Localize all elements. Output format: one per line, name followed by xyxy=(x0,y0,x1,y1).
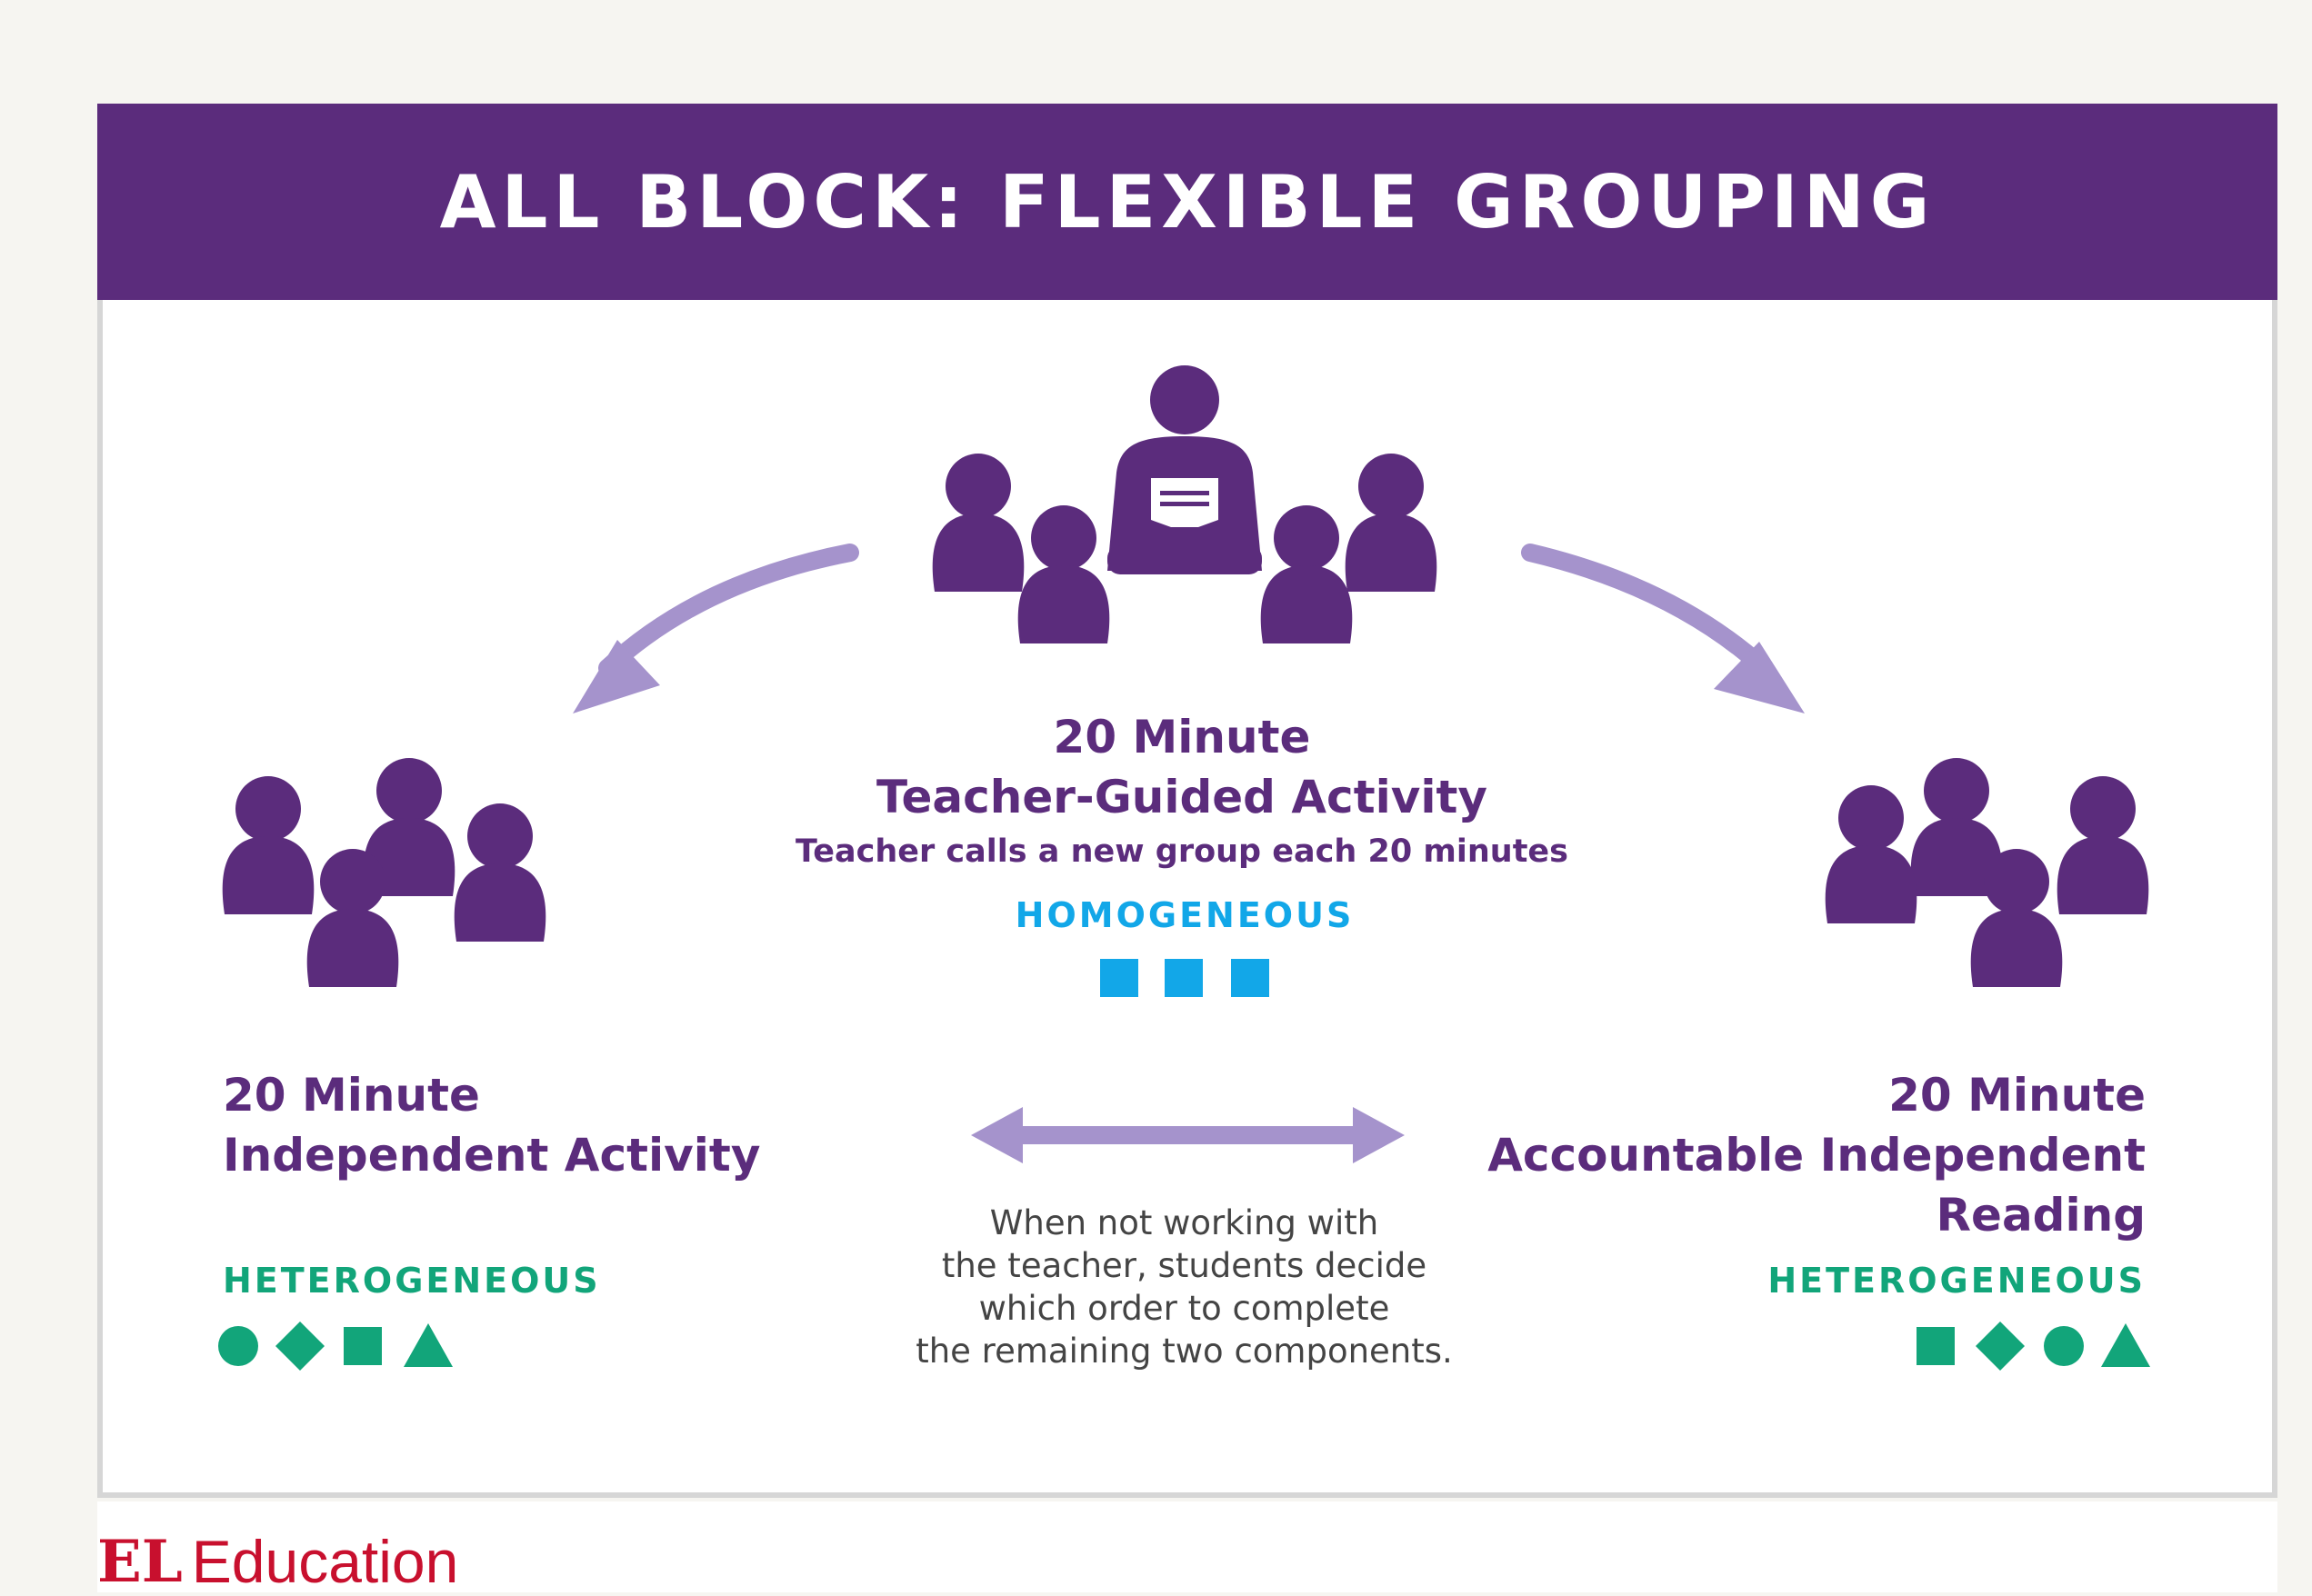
student-icon xyxy=(1825,785,1917,923)
diagram-title: ALL BLOCK: FLEXIBLE GROUPING xyxy=(439,159,1936,244)
book-icon xyxy=(1151,478,1218,527)
left-duration: 20 Minute xyxy=(223,1069,480,1122)
right-heterogeneous-label: HETEROGENEOUS xyxy=(1767,1261,2146,1301)
circle-icon xyxy=(218,1326,258,1366)
header-bar xyxy=(97,104,2277,300)
double-arrow-icon xyxy=(971,1107,1405,1163)
square-icon xyxy=(1917,1327,1955,1365)
center-subtitle: Teacher calls a new group each 20 minute… xyxy=(796,833,1568,870)
card xyxy=(97,104,2277,1498)
left-heterogeneous-shapes xyxy=(218,1322,453,1371)
homogeneous-label: HOMOGENEOUS xyxy=(1015,895,1355,935)
footer xyxy=(97,1501,2277,1592)
center-duration: 20 Minute xyxy=(1053,711,1311,763)
left-heterogeneous-label: HETEROGENEOUS xyxy=(223,1261,601,1301)
arrow-to-left-icon xyxy=(573,544,859,713)
right-duration: 20 Minute xyxy=(1888,1069,2146,1122)
square-icon xyxy=(1100,959,1138,997)
student-icon xyxy=(2057,776,2149,914)
student-icon xyxy=(222,776,315,914)
el-education-logo: EL Education xyxy=(97,1528,458,1596)
student-icon xyxy=(1017,505,1110,643)
diamond-icon xyxy=(1976,1322,2025,1371)
left-activity: Independent Activity xyxy=(223,1129,761,1182)
student-icon xyxy=(454,803,546,942)
student-icon xyxy=(1260,505,1353,643)
circle-icon xyxy=(2044,1326,2084,1366)
homogeneous-shapes xyxy=(1100,959,1269,997)
arrow-to-right-icon xyxy=(1521,544,1805,713)
teacher-icon xyxy=(1107,365,1262,574)
triangle-icon xyxy=(404,1323,453,1367)
logo-text: Education xyxy=(191,1528,459,1595)
diamond-icon xyxy=(275,1322,325,1371)
square-icon xyxy=(344,1327,382,1365)
teacher-group-icon xyxy=(932,365,1437,643)
order-note-line: which order to complete xyxy=(978,1289,1390,1328)
left-group-icon xyxy=(222,758,546,987)
student-icon xyxy=(1345,454,1437,592)
order-note-line: When not working with xyxy=(989,1203,1379,1242)
order-note-line: the remaining two components. xyxy=(916,1332,1453,1371)
order-note: When not working with the teacher, stude… xyxy=(864,1202,1505,1372)
square-icon xyxy=(1165,959,1203,997)
student-icon xyxy=(932,454,1025,592)
right-group-icon xyxy=(1825,758,2149,987)
order-note-line: the teacher, students decide xyxy=(941,1246,1427,1285)
logo-mark: EL xyxy=(97,1527,183,1596)
right-activity-line1: Accountable Independent xyxy=(1487,1129,2146,1182)
right-activity-line2: Reading xyxy=(1936,1189,2146,1242)
square-icon xyxy=(1231,959,1269,997)
triangle-icon xyxy=(2101,1323,2150,1367)
center-activity: Teacher-Guided Activity xyxy=(876,771,1487,823)
right-heterogeneous-shapes xyxy=(1917,1322,2150,1371)
